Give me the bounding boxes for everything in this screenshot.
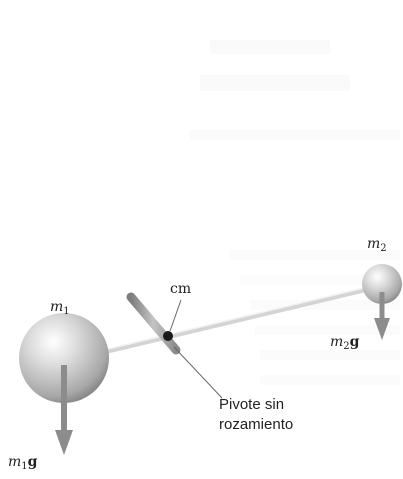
connecting-rod-highlight [69, 282, 386, 359]
mass-2-sphere [362, 264, 402, 304]
pivot-axle [126, 292, 181, 355]
mass-1-sphere [19, 313, 109, 403]
pivot-label-line-2: rozamiento [219, 416, 294, 433]
weight-arrow-m1 [55, 365, 73, 455]
label-m2g: m2g [330, 334, 360, 352]
pivot-label-line-1: Pivote sin [219, 396, 285, 413]
cm-leader-line [169, 299, 182, 332]
label-m2: m2 [367, 236, 387, 254]
background-bleed [190, 40, 400, 385]
connecting-rod [67, 282, 388, 363]
label-m1: m1 [50, 299, 70, 317]
label-cm: cm [170, 281, 192, 297]
pivot-leader-line [173, 346, 223, 399]
label-pivot: Pivote sin rozamiento [219, 395, 293, 435]
center-of-mass-dot [163, 331, 173, 341]
label-m1g: m1g [8, 454, 38, 472]
weight-arrow-m2 [374, 292, 390, 340]
